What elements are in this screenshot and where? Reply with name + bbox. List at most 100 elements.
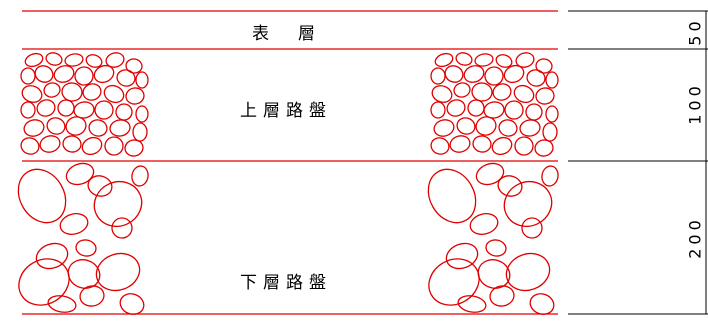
aggregate-stone xyxy=(498,119,518,137)
aggregate-stone xyxy=(545,105,559,123)
aggregate-stone xyxy=(430,67,446,85)
lower-base-thickness-label: 200 xyxy=(685,216,705,259)
aggregate-stone xyxy=(119,293,145,315)
aggregate-stone xyxy=(20,67,36,85)
aggregate-stone xyxy=(53,65,75,83)
aggregate-stone xyxy=(491,136,513,156)
aggregate-stone xyxy=(457,295,487,313)
aggregate-stone xyxy=(103,84,125,104)
aggregate-stone xyxy=(62,135,82,153)
lower-base-layer-label: 下層路盤 xyxy=(240,273,332,293)
aggregate-stone xyxy=(430,137,450,155)
aggregate-stone xyxy=(132,122,148,142)
aggregate-stone xyxy=(526,69,546,87)
aggregate-stone xyxy=(125,87,145,105)
aggregate-stone xyxy=(449,135,471,153)
aggregate-stone xyxy=(64,53,84,67)
aggregate-stone xyxy=(135,105,149,123)
aggregate-stone xyxy=(18,258,70,306)
aggregate-stone xyxy=(43,82,61,98)
aggregate-stone xyxy=(94,100,114,120)
aggregate-stone xyxy=(23,119,45,137)
aggregate-stone xyxy=(24,52,44,68)
aggregate-stone xyxy=(73,101,95,119)
aggregate-stone xyxy=(515,52,535,68)
aggregate-stone xyxy=(105,52,125,68)
aggregate-stone xyxy=(34,65,54,83)
aggregate-stone xyxy=(87,175,113,197)
aggregate-stone xyxy=(17,168,67,224)
upper-base-aggregate-right xyxy=(430,52,559,157)
aggregate-stone xyxy=(46,117,66,135)
aggregate-stone xyxy=(36,99,56,117)
aggregate-stone xyxy=(82,83,102,101)
aggregate-stone xyxy=(483,101,505,119)
surface-thickness-label: 50 xyxy=(685,17,705,46)
aggregate-stone xyxy=(81,136,103,156)
aggregate-stone xyxy=(545,71,559,89)
aggregate-stone xyxy=(505,252,551,292)
aggregate-stone xyxy=(485,239,507,257)
aggregate-stone xyxy=(59,213,89,235)
aggregate-stone xyxy=(20,101,36,119)
aggregate-stone xyxy=(446,99,466,117)
aggregate-stone xyxy=(534,139,554,157)
aggregate-stone xyxy=(79,285,105,307)
aggregate-stone xyxy=(74,66,94,86)
aggregate-stone xyxy=(111,217,133,239)
aggregate-stone xyxy=(521,217,543,239)
aggregate-stone xyxy=(115,103,133,121)
aggregate-stone xyxy=(453,82,471,98)
aggregate-stone xyxy=(463,65,485,83)
aggregate-stone xyxy=(456,117,476,135)
aggregate-stone xyxy=(503,64,525,84)
aggregate-stone xyxy=(65,116,87,136)
aggregate-stone xyxy=(75,239,97,257)
aggregate-stone xyxy=(135,71,149,89)
upper-base-aggregate-left xyxy=(20,52,149,157)
aggregate-stone xyxy=(93,64,115,84)
aggregate-stone xyxy=(65,162,95,186)
aggregate-stone xyxy=(477,259,511,289)
aggregate-stone xyxy=(430,101,446,119)
aggregate-stone xyxy=(503,180,553,228)
aggregate-stone xyxy=(474,53,494,67)
aggregate-stone xyxy=(475,162,505,186)
aggregate-stone xyxy=(45,52,63,66)
aggregate-stone xyxy=(504,100,524,120)
aggregate-stone xyxy=(93,180,143,228)
aggregate-stone xyxy=(85,54,103,68)
aggregate-stone xyxy=(535,87,555,105)
aggregate-stone xyxy=(541,165,559,187)
aggregate-stone xyxy=(67,259,101,289)
aggregate-stone xyxy=(514,136,534,156)
upper-base-thickness-label: 100 xyxy=(685,82,705,125)
aggregate-stone xyxy=(116,69,136,87)
aggregate-stone xyxy=(492,83,512,101)
aggregate-stone xyxy=(95,252,141,292)
aggregate-stone xyxy=(475,116,497,136)
aggregate-stone xyxy=(542,122,558,142)
lower-base-aggregate-right xyxy=(427,162,559,315)
aggregate-stone xyxy=(88,119,108,137)
aggregate-stone xyxy=(427,168,477,224)
aggregate-stone xyxy=(489,285,515,307)
aggregate-stone xyxy=(529,293,555,315)
upper-base-layer-label: 上層路盤 xyxy=(240,101,332,121)
aggregate-stone xyxy=(131,165,149,187)
aggregate-stone xyxy=(104,136,124,156)
aggregate-stone xyxy=(444,65,464,83)
aggregate-stone xyxy=(433,119,455,137)
aggregate-stone xyxy=(455,52,473,66)
surface-layer-label: 表 層 xyxy=(252,24,321,44)
aggregate-stone xyxy=(428,258,480,306)
aggregate-stone xyxy=(109,119,131,137)
aggregate-stone xyxy=(434,52,454,68)
aggregate-stone xyxy=(525,103,543,121)
aggregate-stone xyxy=(495,54,513,68)
aggregate-stone xyxy=(124,139,144,157)
aggregate-stone xyxy=(497,175,523,197)
aggregate-stone xyxy=(513,84,535,104)
